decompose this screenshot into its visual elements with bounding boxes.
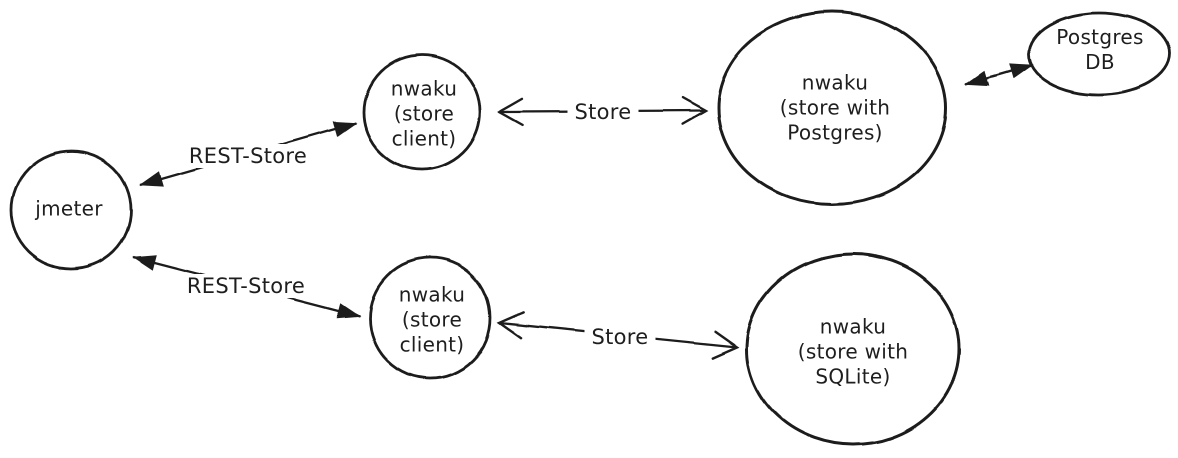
- node-postgres-db-label: Postgres DB: [1056, 25, 1144, 74]
- node-jmeter-label: jmeter: [35, 196, 103, 221]
- edge-label-rest-store-top: REST-Store: [181, 144, 315, 168]
- node-nwaku-store-sqlite: [745, 252, 961, 446]
- node-nwaku-store-client-bottom: [368, 256, 492, 380]
- diagram-shapes: [9, 10, 1172, 446]
- node-nwaku-store-postgres-label: nwaku (store with Postgres): [779, 70, 891, 145]
- node-nwaku-store-client-top-label: nwaku (store client): [390, 76, 458, 151]
- edge-label-store-bottom: Store: [584, 325, 656, 349]
- node-postgres-db: [1026, 11, 1172, 97]
- node-jmeter: [9, 149, 133, 271]
- arrow-postgres-db-link: [965, 63, 1033, 86]
- node-nwaku-store-client-top: [362, 53, 482, 171]
- edge-label-store-top: Store: [567, 100, 639, 124]
- node-nwaku-store-postgres: [716, 10, 948, 206]
- node-nwaku-store-client-bottom-label: nwaku (store client): [398, 282, 466, 357]
- edge-label-rest-store-bottom: REST-Store: [179, 274, 313, 298]
- node-nwaku-store-sqlite-label: nwaku (store with SQLite): [797, 314, 909, 389]
